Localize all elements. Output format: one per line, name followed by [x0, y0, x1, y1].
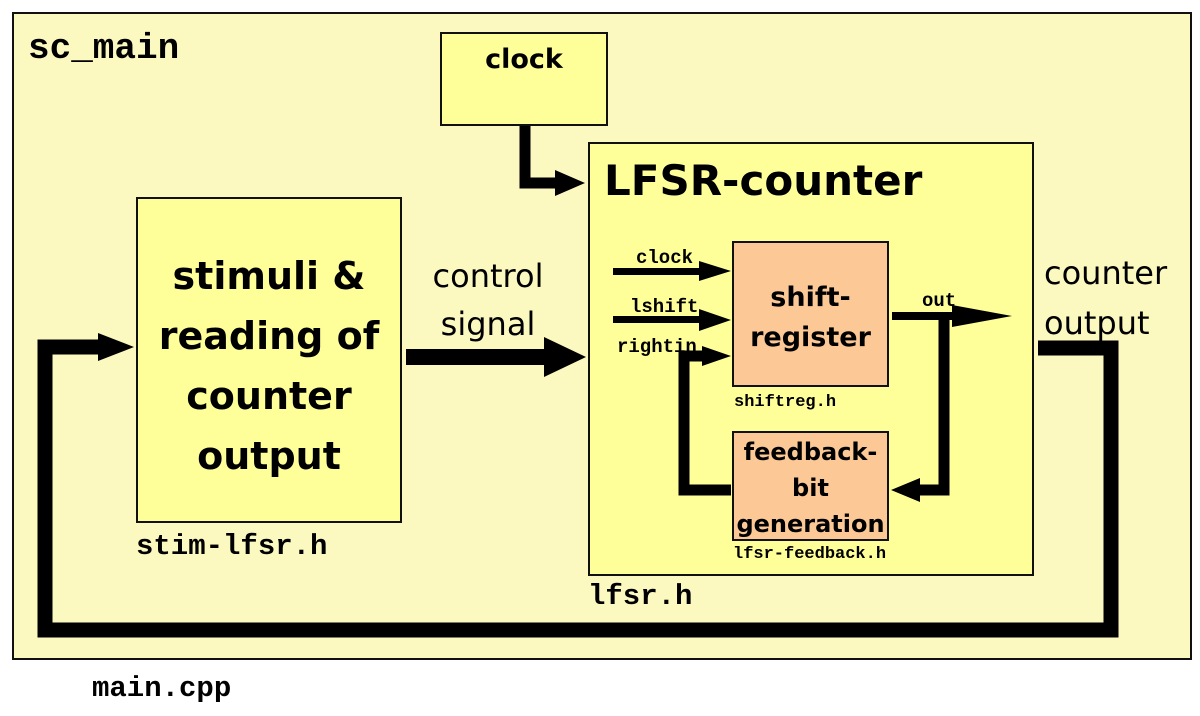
lfsr-file-label: lfsr.h — [588, 580, 693, 613]
counter-output-label-line: counter — [1044, 254, 1168, 292]
stimuli-label-line: counter — [186, 374, 352, 418]
feedback-file-label: lfsr-feedback.h — [733, 545, 887, 564]
lfsr-counter-title: LFSR-counter — [604, 156, 923, 205]
main-cpp-label: main.cpp — [92, 672, 232, 705]
control-signal-label-line: control — [432, 257, 544, 295]
counter-output-label-line: output — [1044, 304, 1150, 342]
clock-arrowhead — [555, 170, 585, 196]
stimuli-label: stimuli & reading of counter output — [136, 246, 402, 486]
control-signal-label: control signal — [418, 252, 558, 348]
rightin-feedback-wire — [678, 350, 731, 496]
stimuli-label-line: output — [197, 434, 341, 478]
port-lshift-wire — [613, 316, 701, 323]
out-wire — [892, 312, 954, 320]
out-arrowhead — [952, 305, 1012, 327]
clock-wire — [519, 126, 556, 189]
shift-register-file-label: shiftreg.h — [734, 393, 837, 412]
feedback-label-line: generation — [736, 510, 885, 538]
loop-arrowhead — [98, 333, 134, 361]
shift-register-label-line: shift- — [770, 282, 851, 313]
control-signal-label-line: signal — [440, 305, 536, 343]
feedback-arrowhead — [891, 478, 920, 502]
sc-main-title: sc_main — [28, 28, 180, 69]
stimuli-box — [136, 197, 402, 523]
port-lshift-arrowhead — [699, 309, 731, 331]
shift-register-label-line: register — [750, 322, 871, 353]
control-signal-arrowhead — [544, 337, 586, 377]
stimuli-label-line: reading of — [158, 314, 380, 358]
control-signal-wire — [406, 349, 546, 365]
feedback-label-line: bit — [792, 474, 829, 502]
counter-output-label: counter output — [1044, 248, 1167, 348]
feedback-label: feedback- bit generation — [732, 434, 889, 542]
shift-register-label: shift- register — [732, 278, 889, 358]
port-out-label: out — [922, 290, 957, 312]
port-lshift-label: lshift — [630, 296, 699, 318]
feedback-label-line: feedback- — [743, 438, 878, 466]
shift-register-box — [732, 241, 889, 387]
clock-box-label: clock — [485, 44, 563, 75]
port-rightin-label: rightin — [617, 336, 697, 358]
port-clock-wire — [613, 268, 701, 275]
feedback-box — [732, 431, 889, 541]
port-clock-label: clock — [636, 247, 694, 269]
clock-box — [440, 32, 608, 126]
stimuli-file-label: stim-lfsr.h — [136, 530, 328, 563]
stimuli-label-line: stimuli & — [172, 254, 366, 298]
port-clock-arrowhead — [699, 261, 731, 281]
rightin-arrowhead — [702, 346, 731, 366]
counter-output-loop-wire — [37, 339, 1119, 638]
out-to-feedback-wire — [916, 318, 950, 496]
